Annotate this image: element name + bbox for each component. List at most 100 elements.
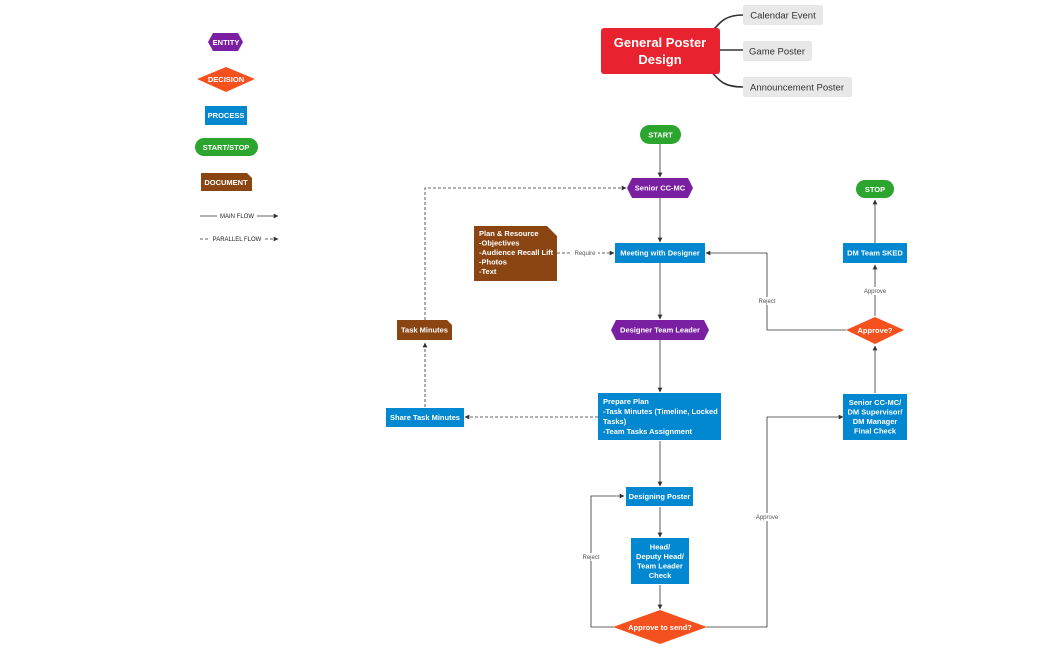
- prepare-plan-line-1: Prepare Plan: [603, 397, 649, 406]
- head-check-line-1: Head/: [650, 543, 671, 552]
- topic-game-poster[interactable]: Game Poster: [743, 41, 812, 61]
- process-shape: [626, 487, 693, 506]
- process-shape: [631, 538, 689, 584]
- node-share-task-minutes[interactable]: Share Task Minutes: [386, 408, 464, 427]
- stop-shape: [856, 180, 894, 198]
- prepare-plan-line-3: Tasks): [603, 417, 627, 426]
- legend-decision-label: DECISION: [208, 75, 244, 84]
- legend-start-stop: START/STOP: [195, 138, 258, 156]
- node-designer-team-leader[interactable]: Designer Team Leader: [611, 320, 709, 340]
- topic-box: [743, 77, 852, 97]
- senior-cc-mc-label: Senior CC-MC: [635, 184, 686, 193]
- designing-poster-label: Designing Poster: [629, 492, 691, 501]
- edge-labels: Require Reject Approve Reject Approve: [572, 249, 888, 561]
- edge-reject-high: [705, 250, 846, 331]
- start-label: START: [648, 131, 673, 140]
- node-plan-resource[interactable]: Plan & Resource -Objectives -Audience Re…: [474, 226, 557, 281]
- head-check-line-3: Team Leader: [637, 562, 683, 571]
- final-check-line-1: Senior CC-MC/: [849, 398, 902, 407]
- topic-box: [743, 41, 812, 61]
- designer-team-leader-label: Designer Team Leader: [620, 326, 700, 335]
- document-shape: [201, 173, 252, 191]
- connectors: [422, 144, 878, 628]
- node-approve[interactable]: Approve?: [846, 317, 904, 344]
- legend-process-label: PROCESS: [208, 111, 245, 120]
- legend-parallel-flow-label: PARALLEL FLOW: [213, 237, 262, 243]
- start-shape: [640, 125, 681, 144]
- process-shape: [843, 243, 907, 263]
- legend-document: DOCUMENT: [201, 173, 252, 191]
- plan-resource-line-3: -Audience Recall Lift: [479, 248, 554, 257]
- head-check-line-2: Deputy Head/: [636, 552, 685, 561]
- final-check-line-2: DM Supervisor/: [847, 408, 903, 417]
- node-final-check[interactable]: Senior CC-MC/ DM Supervisor/ DM Manager …: [843, 394, 907, 440]
- legend-entity: ENTITY: [208, 33, 243, 51]
- prepare-plan-line-2: -Task Minutes (Timeline, Locked: [603, 407, 718, 416]
- final-check-line-3: DM Manager: [853, 417, 898, 426]
- dm-team-sked-label: DM Team SKED: [847, 249, 903, 258]
- approve-to-send-label: Approve to send?: [628, 623, 692, 632]
- process-shape: [615, 243, 705, 263]
- node-senior-cc-mc[interactable]: Senior CC-MC: [627, 178, 693, 198]
- approve-low-label: Approve: [756, 515, 779, 521]
- process-shape: [386, 408, 464, 427]
- node-start[interactable]: START: [640, 125, 681, 144]
- decision-shape: [197, 67, 255, 92]
- approve-label: Approve?: [857, 326, 892, 335]
- reject-high-label: Reject: [758, 299, 775, 305]
- topic-label: Calendar Event: [750, 11, 816, 22]
- entity-shape: [627, 178, 693, 198]
- share-task-minutes-label: Share Task Minutes: [390, 413, 460, 422]
- node-prepare-plan[interactable]: Prepare Plan -Task Minutes (Timeline, Lo…: [598, 393, 721, 440]
- process-shape: [598, 393, 721, 440]
- legend-main-flow: MAIN FLOW: [200, 212, 279, 220]
- plan-resource-line-4: -Photos: [479, 258, 507, 267]
- topic-label: Announcement Poster: [750, 83, 844, 94]
- head-check-line-4: Check: [649, 571, 672, 580]
- final-check-line-4: Final Check: [854, 427, 897, 436]
- entity-shape: [208, 33, 243, 51]
- entity-shape: [611, 320, 709, 340]
- reject-low-label: Reject: [582, 555, 599, 561]
- node-meeting-with-designer[interactable]: Meeting with Designer: [615, 243, 705, 263]
- process-shape: [205, 106, 247, 125]
- node-head-check[interactable]: Head/ Deputy Head/ Team Leader Check: [631, 538, 689, 584]
- topic-calendar-event[interactable]: Calendar Event: [743, 5, 823, 25]
- central-topic-box: [601, 28, 720, 74]
- legend-decision: DECISION: [197, 67, 255, 92]
- legend-main-flow-label: MAIN FLOW: [220, 214, 254, 220]
- central-topic-line-2: Design: [638, 52, 681, 67]
- require-label: Require: [574, 251, 596, 257]
- central-topic[interactable]: General Poster Design: [601, 28, 720, 74]
- approve-high-label: Approve: [864, 289, 887, 295]
- plan-resource-line-1: Plan & Resource: [479, 229, 539, 238]
- edge-approve-low: [706, 414, 844, 628]
- start-stop-shape: [195, 138, 258, 156]
- document-shape: [474, 226, 557, 281]
- prepare-plan-line-4: -Team Tasks Assignment: [603, 427, 693, 436]
- legend-entity-label: ENTITY: [213, 38, 240, 47]
- legend-document-label: DOCUMENT: [204, 178, 248, 187]
- node-designing-poster[interactable]: Designing Poster: [626, 487, 693, 506]
- legend-start-stop-label: START/STOP: [203, 143, 250, 152]
- process-shape: [843, 394, 907, 440]
- node-dm-team-sked[interactable]: DM Team SKED: [843, 243, 907, 263]
- legend-process: PROCESS: [205, 106, 247, 125]
- topic-label: Game Poster: [749, 47, 805, 58]
- node-stop[interactable]: STOP: [856, 180, 894, 198]
- node-approve-to-send[interactable]: Approve to send?: [613, 610, 707, 644]
- node-task-minutes[interactable]: Task Minutes: [397, 320, 452, 340]
- mindmap: General Poster Design Calendar Event Gam…: [601, 5, 852, 97]
- decision-shape: [846, 317, 904, 344]
- legend-parallel-flow: PARALLEL FLOW: [200, 235, 279, 243]
- central-topic-line-1: General Poster: [614, 35, 707, 50]
- meeting-label: Meeting with Designer: [620, 249, 700, 258]
- decision-shape: [613, 610, 707, 644]
- plan-resource-line-2: -Objectives: [479, 239, 519, 248]
- task-minutes-label: Task Minutes: [401, 326, 448, 335]
- edge-reject-low: [590, 493, 625, 628]
- legend: ENTITY DECISION PROCESS START/STOP DOCUM…: [195, 33, 279, 243]
- plan-resource-line-5: -Text: [479, 267, 497, 276]
- topic-announcement-poster[interactable]: Announcement Poster: [743, 77, 852, 97]
